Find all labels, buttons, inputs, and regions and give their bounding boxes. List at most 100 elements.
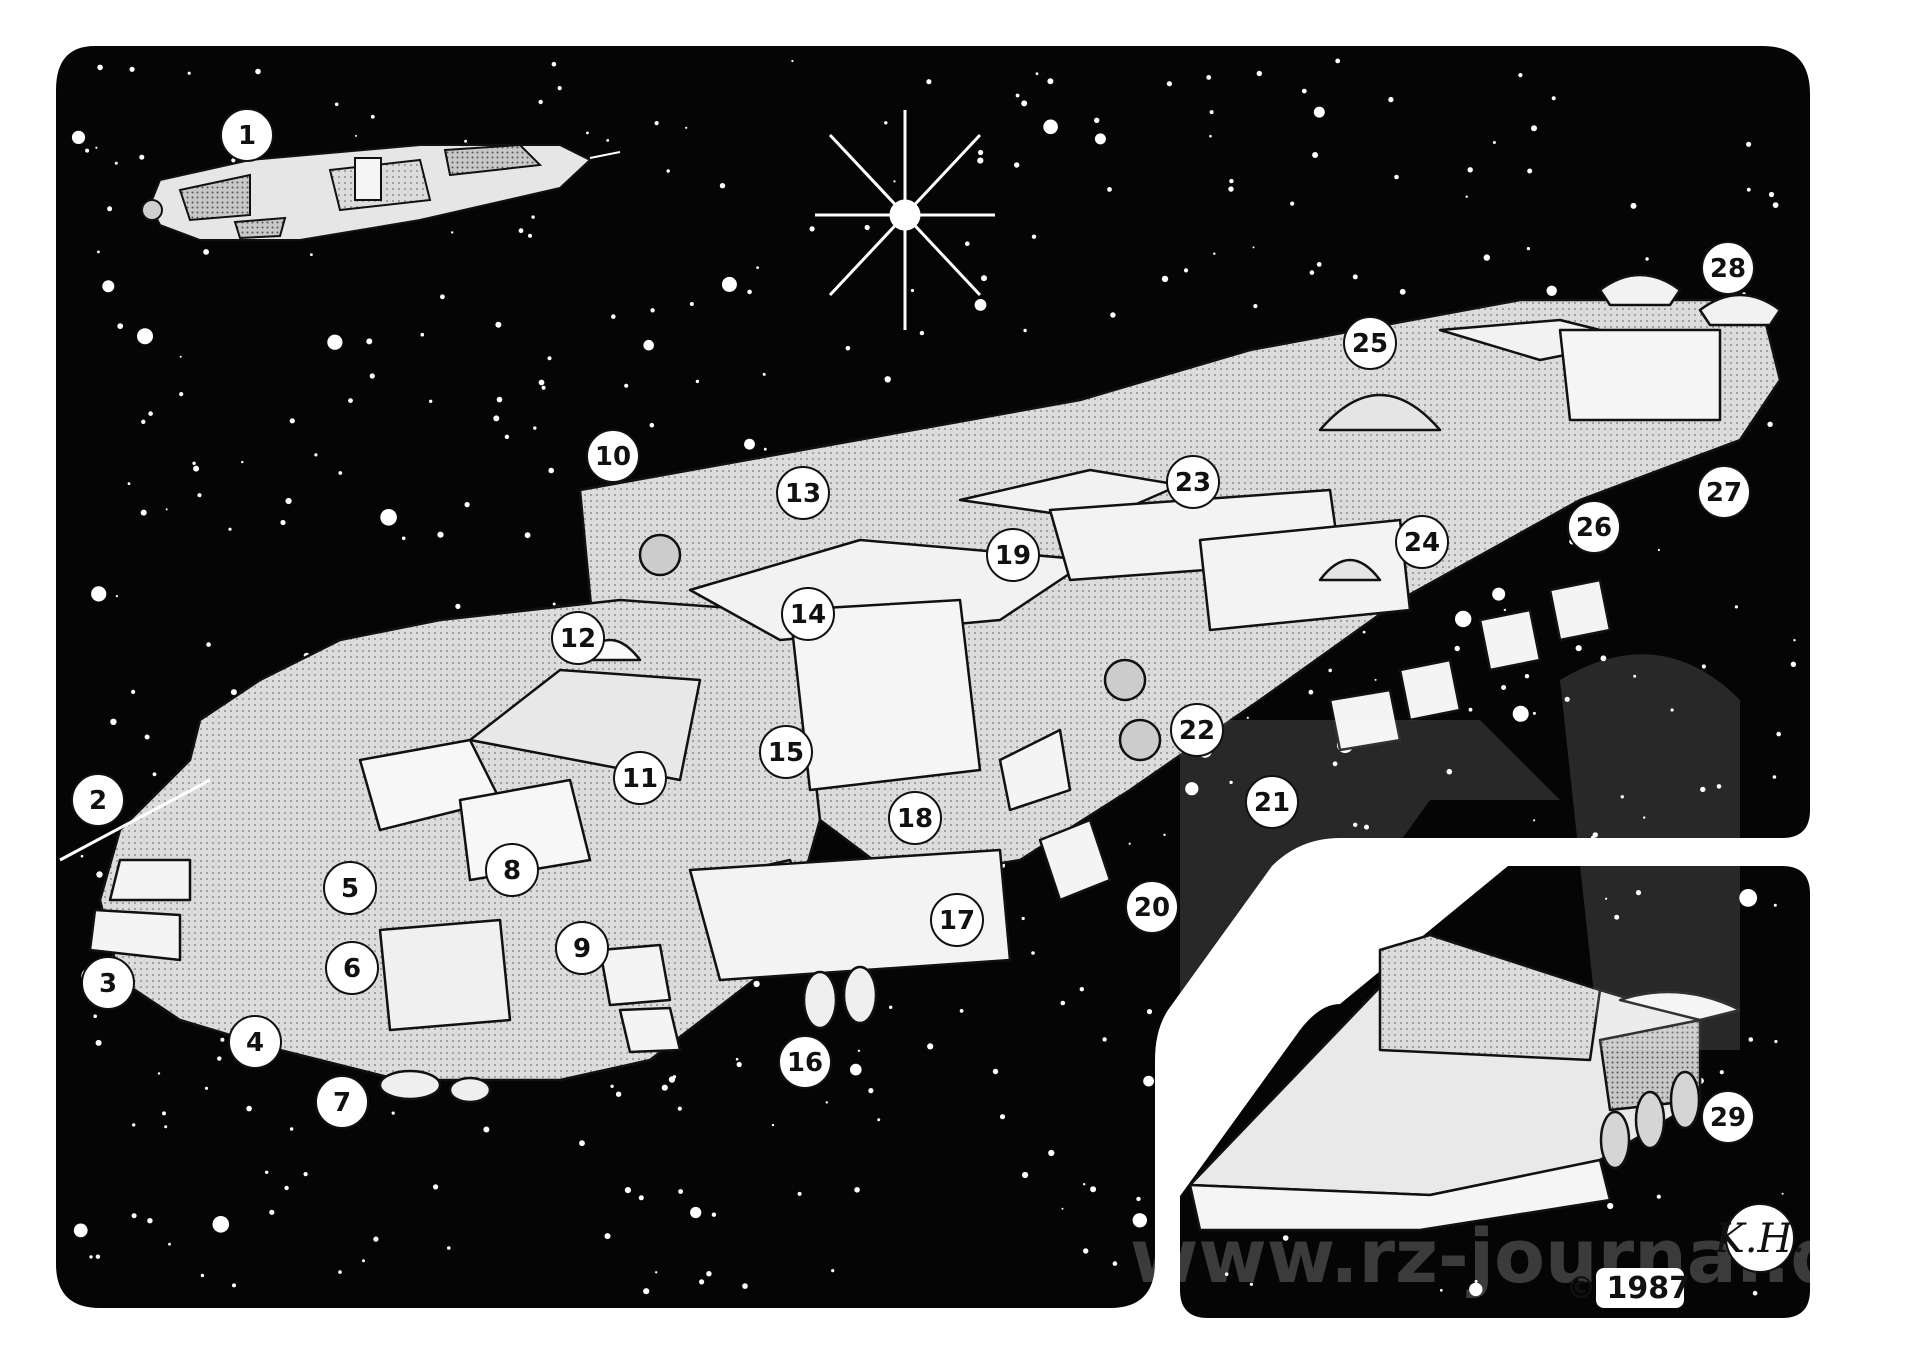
- star: [93, 1014, 97, 1018]
- star: [611, 314, 616, 319]
- star: [1465, 195, 1468, 198]
- callout-circle: [888, 791, 942, 845]
- star: [1734, 605, 1738, 609]
- star: [1306, 969, 1309, 972]
- star: [1185, 782, 1199, 796]
- star: [117, 323, 124, 329]
- star: [586, 131, 589, 135]
- star: [610, 1084, 614, 1089]
- star: [695, 379, 700, 384]
- star: [71, 130, 86, 144]
- star: [164, 1125, 168, 1129]
- star: [771, 1123, 775, 1127]
- star: [893, 180, 896, 183]
- star: [73, 1223, 88, 1238]
- star: [661, 1084, 668, 1091]
- callout-circle: [986, 528, 1040, 582]
- star: [354, 134, 357, 137]
- star: [1312, 152, 1319, 158]
- callout-10: 10: [586, 429, 640, 483]
- star: [1670, 708, 1674, 712]
- star: [1454, 645, 1460, 652]
- star: [868, 1088, 874, 1094]
- star: [981, 275, 987, 282]
- signature-badge: [1725, 1203, 1795, 1273]
- star: [95, 146, 98, 149]
- star: [148, 411, 153, 416]
- star: [1551, 96, 1556, 101]
- star: [89, 1255, 93, 1259]
- star: [1132, 1213, 1148, 1228]
- star: [1607, 1202, 1614, 1210]
- star: [552, 602, 556, 606]
- star: [1128, 842, 1131, 845]
- star: [284, 1185, 289, 1191]
- star: [1209, 134, 1212, 138]
- star: [1767, 421, 1773, 427]
- star: [1474, 1279, 1478, 1283]
- star: [483, 1126, 490, 1133]
- callout-circle: [1245, 775, 1299, 829]
- callout-18: 18: [888, 791, 942, 845]
- star: [162, 1111, 166, 1116]
- callout-circle: [1701, 1090, 1755, 1144]
- star: [200, 1273, 205, 1278]
- star: [241, 460, 244, 464]
- star: [884, 376, 891, 383]
- star: [455, 603, 461, 610]
- callout-27: 27: [1697, 465, 1751, 519]
- star: [1353, 822, 1358, 827]
- star: [129, 66, 135, 72]
- star: [192, 461, 196, 465]
- star: [1501, 685, 1507, 690]
- callout-number: 16: [787, 1048, 823, 1078]
- star: [711, 1212, 717, 1217]
- star: [1746, 187, 1751, 192]
- callout-28: 28: [1701, 241, 1755, 295]
- star: [721, 276, 737, 292]
- star: [85, 148, 90, 153]
- star: [1112, 1261, 1118, 1266]
- callout-20: 20: [1125, 880, 1179, 934]
- callout-layer: 1234567891011121314151617181920212223242…: [71, 108, 1755, 1144]
- callout-number: 10: [595, 442, 631, 472]
- star: [1023, 328, 1027, 333]
- star: [370, 114, 375, 119]
- star: [144, 734, 150, 740]
- callout-circle: [1395, 515, 1449, 569]
- star: [265, 1170, 269, 1175]
- star: [132, 1123, 136, 1127]
- star: [1163, 833, 1166, 836]
- star: [845, 345, 851, 351]
- copyright-text: © 1987: [1566, 1271, 1690, 1306]
- star: [533, 426, 537, 430]
- callout-circle: [930, 893, 984, 947]
- star: [615, 1091, 622, 1097]
- star: [1309, 270, 1315, 275]
- star: [80, 854, 84, 858]
- star: [1090, 1186, 1097, 1193]
- star: [1229, 178, 1234, 184]
- star: [538, 99, 543, 105]
- star: [246, 1105, 252, 1112]
- callout-circle: [323, 861, 377, 915]
- star: [1328, 668, 1332, 673]
- callout-number: 18: [897, 804, 933, 834]
- callout-circle: [1166, 455, 1220, 509]
- star: [1739, 889, 1758, 907]
- star: [1657, 548, 1660, 552]
- star: [1094, 133, 1106, 145]
- star: [496, 396, 503, 403]
- callout-number: 4: [246, 1028, 264, 1058]
- callout-number: 22: [1179, 716, 1215, 746]
- star: [289, 418, 295, 424]
- star: [1446, 768, 1453, 775]
- star: [1773, 903, 1777, 907]
- callout-13: 13: [776, 466, 830, 520]
- star: [1748, 1037, 1754, 1042]
- callout-circle: [228, 1015, 282, 1069]
- artist-signature: K.H.: [1714, 1216, 1805, 1262]
- star: [231, 158, 236, 163]
- star: [689, 302, 694, 306]
- star: [220, 1037, 225, 1042]
